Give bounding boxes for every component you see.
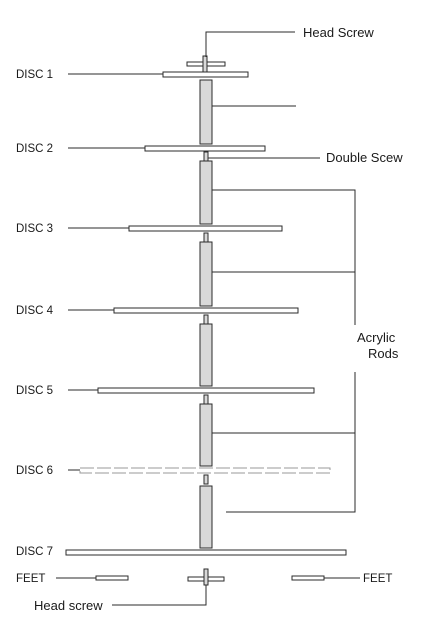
rod-5 — [199, 403, 213, 467]
disc-3-label: DISC 3 — [16, 223, 53, 235]
disc-5: DISC 5 — [16, 385, 315, 397]
disc-2: DISC 2 — [16, 143, 266, 155]
disc-6-label: DISC 6 — [16, 465, 53, 477]
head-screw-bottom-label: Head screw — [34, 598, 103, 613]
head-screw-top-label: Head Screw — [303, 25, 374, 40]
double-screw-2 — [203, 151, 209, 162]
acrylic-rods-label-line2: Rods — [368, 346, 399, 361]
double-screw-6 — [203, 474, 209, 485]
feet-left-label: FEET — [16, 573, 45, 585]
double-screw-5 — [203, 394, 209, 405]
disc-4-label: DISC 4 — [16, 305, 54, 317]
disc-3: DISC 3 — [16, 223, 283, 235]
rod-4 — [199, 323, 213, 387]
disc-1-label: DISC 1 — [16, 69, 53, 81]
head-screw-top-leader — [205, 31, 295, 57]
rod-3 — [199, 241, 213, 307]
disc-7: DISC 7 — [16, 546, 347, 558]
rod-1 — [199, 79, 213, 145]
acrylic-rods-label-line1: Acrylic — [357, 330, 396, 345]
acrylic-rods — [199, 79, 213, 549]
disc-2-label: DISC 2 — [16, 143, 53, 155]
disc-7-label: DISC 7 — [16, 546, 53, 558]
double-screw-4 — [203, 314, 209, 325]
disc-6: DISC 6 — [16, 465, 331, 477]
disc-1: DISC 1 — [16, 69, 249, 81]
disc-5-label: DISC 5 — [16, 385, 53, 397]
double-screw-3 — [203, 232, 209, 243]
head-screw-bottom-leader — [112, 585, 207, 606]
disc-4: DISC 4 — [16, 305, 299, 317]
top-head-screw — [186, 55, 226, 73]
foot-left: FEET — [16, 573, 129, 585]
bottom-head-screw — [187, 568, 225, 586]
foot-right: FEET — [291, 573, 392, 585]
double-screw-label: Double Scew — [326, 150, 403, 165]
rod-6 — [199, 485, 213, 549]
rod-2 — [199, 160, 213, 225]
feet-right-label: FEET — [363, 573, 392, 585]
leader-lines — [208, 105, 356, 513]
